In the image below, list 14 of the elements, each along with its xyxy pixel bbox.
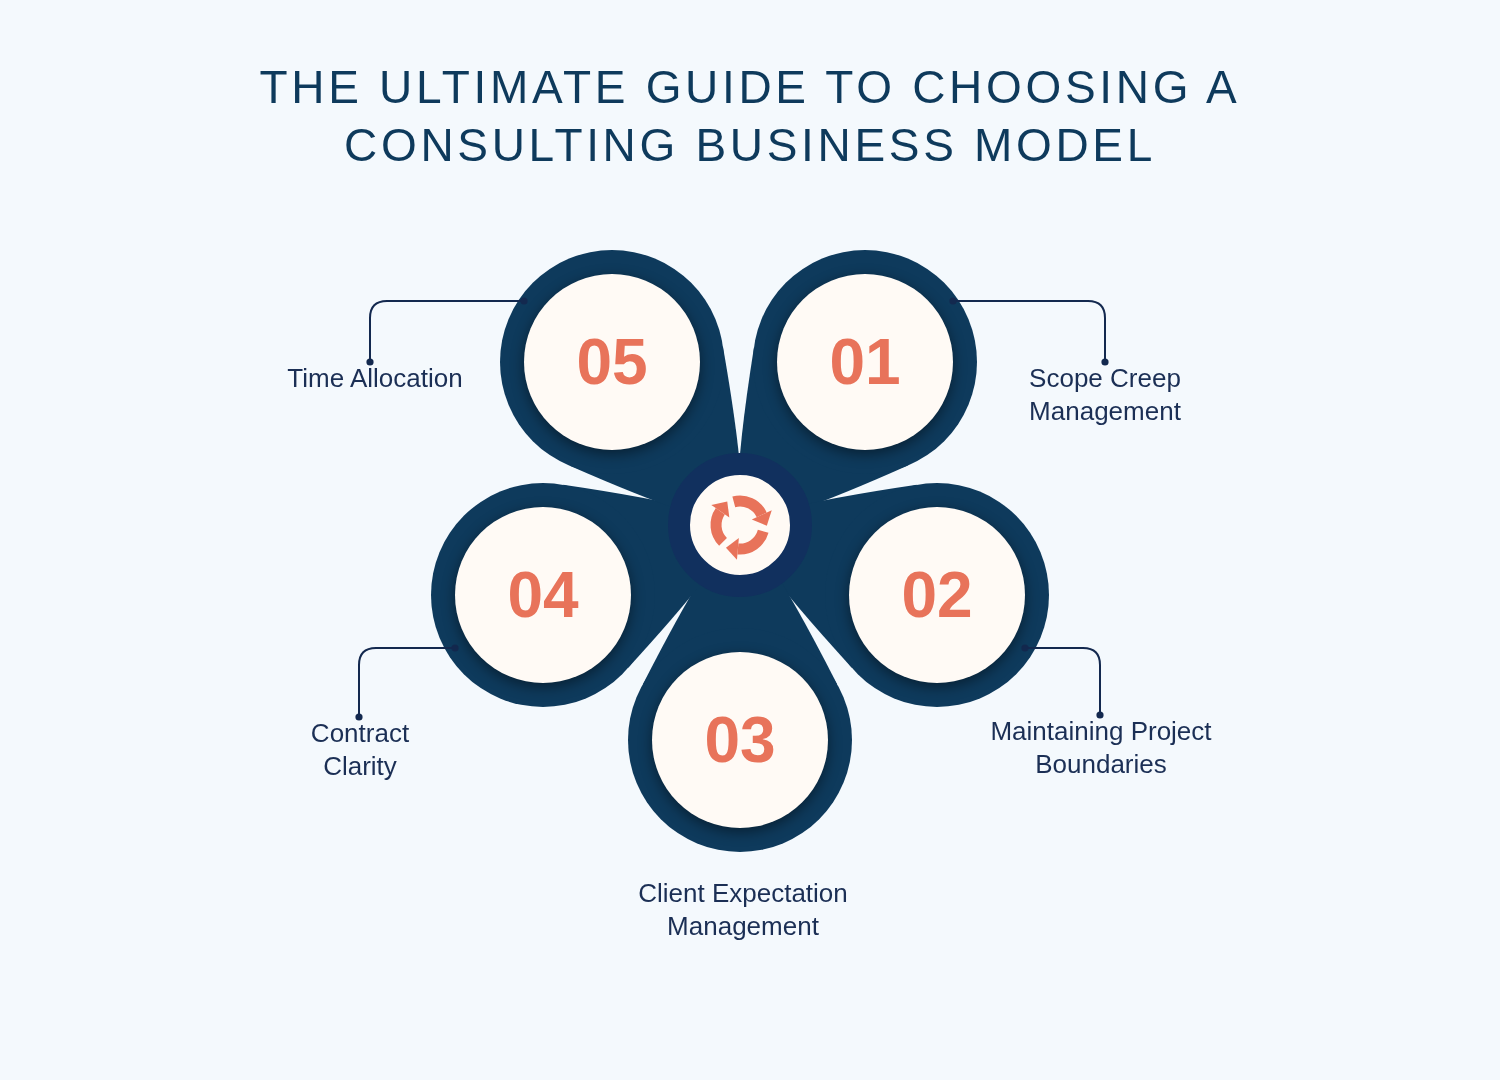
step-number: 01 <box>829 330 901 394</box>
step-label: Client Expectation Management <box>598 877 888 943</box>
leader-line <box>949 297 1109 366</box>
step-number: 05 <box>576 330 648 394</box>
title: THE ULTIMATE GUIDE TO CHOOSING A CONSULTING BUSINESS MODEL <box>258 60 1242 173</box>
leader-line <box>1021 644 1104 719</box>
step-number: 04 <box>507 563 579 627</box>
step-label: Scope Creep Management <box>1000 362 1210 428</box>
leader-line <box>355 644 459 721</box>
step-number: 02 <box>901 563 973 627</box>
step-number: 03 <box>704 708 776 772</box>
step-label: Maintaining Project Boundaries <box>951 715 1251 781</box>
step-label: Contract Clarity <box>275 717 445 783</box>
step-label: Time Allocation <box>262 362 488 395</box>
